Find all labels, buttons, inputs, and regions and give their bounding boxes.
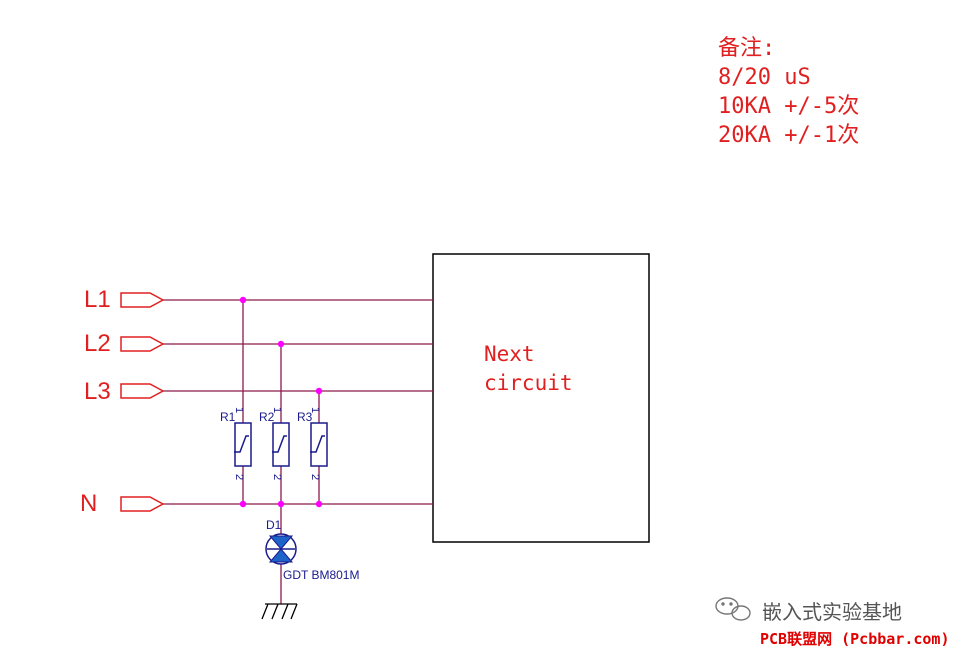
ref-d1: D1 [266, 518, 282, 532]
port-label-l1: L1 [84, 286, 111, 313]
ref-r2: R2 [259, 410, 275, 424]
junction-dot [277, 340, 285, 348]
pin-r3-1: 1 [309, 407, 321, 414]
d1-part-number: GDT BM801M [283, 568, 360, 582]
ref-r3: R3 [297, 410, 313, 424]
notes-line-1: 8/20 uS [718, 65, 811, 90]
notes-line-2: 10KA +/-5次 [718, 94, 860, 119]
junction-dot [277, 500, 285, 508]
junction-dot [239, 296, 247, 304]
watermark-text: 嵌入式实验基地 [762, 600, 902, 624]
port-label-l3: L3 [84, 378, 111, 405]
port-label-n: N [80, 490, 98, 517]
junction-dot [239, 500, 247, 508]
ground-symbol [261, 603, 298, 620]
gdt-d1 [265, 533, 297, 565]
next-circuit-block [432, 253, 650, 543]
next-circuit-label: Next circuit [484, 340, 573, 398]
pin-r1-1: 1 [233, 407, 245, 414]
wechat-icon [715, 597, 751, 621]
notes-block: 备注: 8/20 uS 10KA +/-5次 20KA +/-1次 [718, 34, 859, 150]
varistor-r3 [310, 422, 328, 467]
port-arrow-l3 [120, 383, 165, 399]
next-circuit-line-1: Next [484, 342, 535, 366]
varistor-r2 [272, 422, 290, 467]
ref-r1: R1 [220, 410, 236, 424]
pin-r3-2: 2 [309, 474, 321, 481]
pin-r1-2: 2 [233, 474, 245, 481]
watermark-site: PCB联盟网 (Pcbbar.com) [760, 630, 950, 648]
junction-dot [315, 387, 323, 395]
pin-r2-2: 2 [271, 474, 283, 481]
port-arrow-n [120, 496, 165, 512]
notes-line-3: 20KA +/-1次 [718, 123, 860, 148]
port-arrow-l1 [120, 292, 165, 308]
varistor-r1 [234, 422, 252, 467]
next-circuit-line-2: circuit [484, 371, 573, 395]
junction-dot [315, 500, 323, 508]
notes-title: 备注: [718, 36, 776, 61]
port-arrow-l2 [120, 336, 165, 352]
port-label-l2: L2 [84, 330, 111, 357]
pin-r2-1: 1 [271, 407, 283, 414]
